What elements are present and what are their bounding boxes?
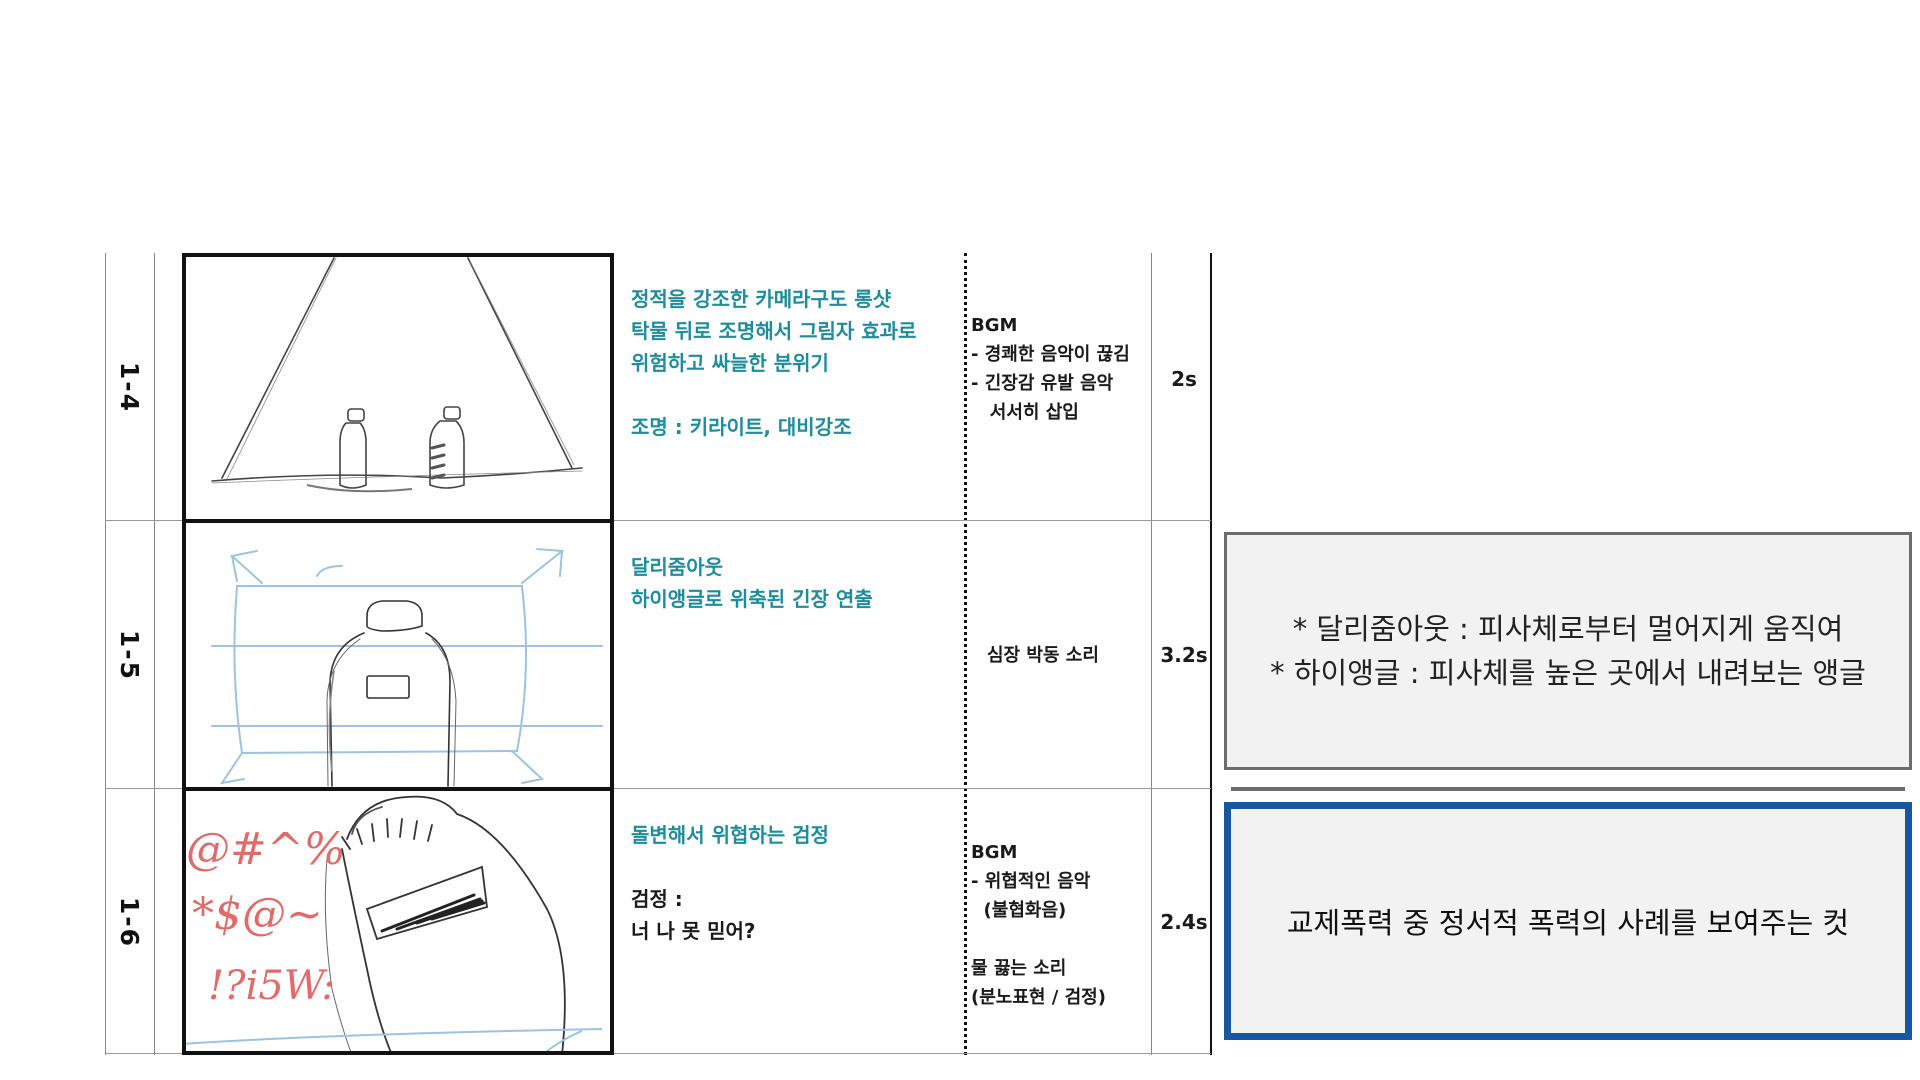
audio-notes: BGM - 위협적인 음악 (불협화음) 물 끓는 소리 (분노표현 / 검정) xyxy=(971,789,1151,1055)
audio-line: 서서히 삽입 xyxy=(971,402,1079,423)
cut-number-label: 1-4 xyxy=(115,361,145,413)
audio-notes: 심장 박동 소리 xyxy=(971,521,1151,789)
description-line: 달리줌아웃 xyxy=(631,555,723,579)
description-line: 조명 : 키라이트, 대비강조 xyxy=(631,415,852,439)
terminology-note: * 달리줌아웃 : 피사체로부터 멀어지게 움직여 * 하이앵글 : 피사체를 … xyxy=(1224,532,1912,770)
scene-description: 달리줌아웃 하이앵글로 위축된 긴장 연출 xyxy=(631,551,961,615)
audio-line: BGM xyxy=(971,315,1018,336)
scene-description: 돌변해서 위협하는 검정 검정 : 너 나 못 믿어? xyxy=(631,819,961,947)
cut-number: 1-5 xyxy=(105,521,154,789)
storyboard-table: 1-4 xyxy=(105,253,1212,1055)
description-line: 하이앵글로 위축된 긴장 연출 xyxy=(631,587,873,611)
sketch-border xyxy=(182,253,186,1055)
cut-number-label: 1-5 xyxy=(115,629,145,681)
cut-caption: 교제폭력 중 정서적 폭력의 사례를 보여주는 컷 xyxy=(1224,802,1912,1040)
description-line: 위험하고 싸늘한 분위기 xyxy=(631,351,829,375)
audio-notes: BGM - 경쾌한 음악이 끊김 - 긴장감 유발 음악 서서히 삽입 xyxy=(971,253,1151,521)
bottles-sketch xyxy=(211,257,583,493)
audio-line: - 위협적인 음악 xyxy=(971,871,1091,892)
sketch-border xyxy=(182,1051,614,1055)
duration: 3.2s xyxy=(1160,643,1208,667)
scene-description: 정적을 강조한 카메라구도 롱샷 탁물 뒤로 조명해서 그림자 효과로 위험하고… xyxy=(631,283,961,443)
audio-line: (불협화음) xyxy=(971,900,1067,921)
description-line: 돌변해서 위협하는 검정 xyxy=(631,823,829,847)
cut-number: 1-6 xyxy=(105,789,154,1055)
description-line: 검정 : xyxy=(631,887,683,911)
sketch-border xyxy=(182,519,614,523)
sketch-border xyxy=(610,253,614,1055)
duration: 2s xyxy=(1171,367,1197,391)
row-divider xyxy=(105,520,1211,521)
cut-number: 1-4 xyxy=(105,253,154,521)
scribble-text: !?i5W: xyxy=(208,963,335,1009)
table-border xyxy=(1210,253,1212,1055)
row-divider xyxy=(105,788,1211,789)
audio-line xyxy=(971,925,1151,954)
table-bottom xyxy=(105,1053,1211,1054)
sketch-frame: @#^% *$@~ !?i5W: xyxy=(182,789,610,1055)
audio-line: BGM xyxy=(971,842,1018,863)
duration: 2.4s xyxy=(1160,910,1208,934)
dolly-zoom-sketch xyxy=(211,548,603,787)
storyboard-row: 1-6 xyxy=(105,789,1211,1055)
note-line: * 달리줌아웃 : 피사체로부터 멀어지게 움직여 xyxy=(1292,612,1844,646)
scribble-text: @#^% xyxy=(186,824,346,875)
description-line: 정적을 강조한 카메라구도 롱샷 xyxy=(631,287,892,311)
sketch-border xyxy=(182,253,614,257)
description-line: 탁물 뒤로 조명해서 그림자 효과로 xyxy=(631,319,917,343)
sketch-frame xyxy=(182,521,610,789)
dotted-divider xyxy=(964,253,967,1055)
sketch-border xyxy=(182,787,614,791)
table-border xyxy=(105,253,106,1055)
audio-line: (분노표현 / 검정) xyxy=(971,987,1106,1008)
description-line xyxy=(631,379,961,411)
scribble-text: *$@~ xyxy=(192,889,323,940)
note-line: * 하이앵글 : 피사체를 높은 곳에서 내려보는 앵글 xyxy=(1270,656,1866,690)
description-line xyxy=(631,851,961,883)
cut-number-label: 1-6 xyxy=(115,896,145,948)
description-line: 너 나 못 믿어? xyxy=(631,919,756,943)
storyboard-row: 1-5 xyxy=(105,521,1211,789)
table-border xyxy=(1151,253,1152,1055)
audio-line: 물 끓는 소리 xyxy=(971,958,1067,979)
audio-line: 심장 박동 소리 xyxy=(987,644,1099,666)
audio-line: - 긴장감 유발 음악 xyxy=(971,373,1114,394)
sketch-frame xyxy=(182,253,610,521)
caption-text: 교제폭력 중 정서적 폭력의 사례를 보여주는 컷 xyxy=(1286,906,1850,940)
table-border xyxy=(154,253,155,1055)
storyboard-row: 1-4 xyxy=(105,253,1211,521)
section-divider xyxy=(1231,787,1905,791)
threat-sketch: @#^% *$@~ !?i5W: xyxy=(182,795,603,1055)
audio-line: - 경쾌한 음악이 끊김 xyxy=(971,344,1130,365)
